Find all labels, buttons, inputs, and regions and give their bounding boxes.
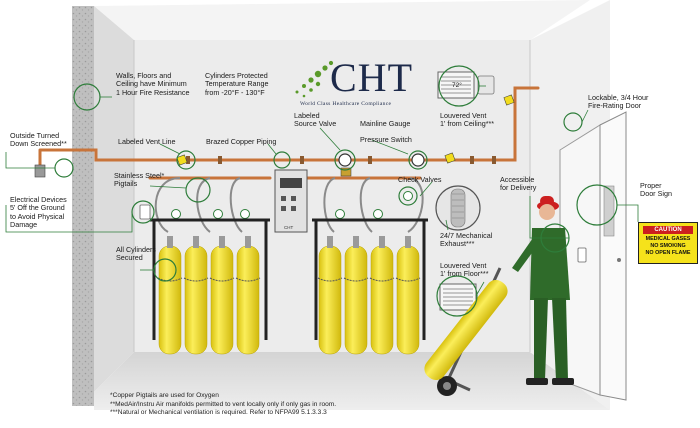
- wall-section-stone: [72, 6, 94, 406]
- caution-sign-header: CAUTION: [643, 226, 693, 234]
- gas-cylinder: [369, 236, 395, 355]
- thermostat: [477, 75, 495, 95]
- callout-mainline-gauge: Mainline Gauge: [360, 119, 411, 128]
- ceiling-vent-readout: 72°: [452, 82, 462, 89]
- caution-sign-line: MEDICAL GASES: [645, 236, 691, 242]
- callout-check-valves: Check Valves: [398, 175, 442, 184]
- door-window: [603, 185, 615, 237]
- floor: [94, 352, 610, 410]
- manifold-logo: CHT: [284, 225, 294, 230]
- rack-left: [150, 218, 270, 340]
- callout-vent-line: Labeled Vent Line: [118, 137, 176, 146]
- callout-circle-pigtails: [185, 177, 211, 203]
- footnote: *Copper Pigtails are used for Oxygen: [110, 392, 219, 399]
- left-wall: [94, 6, 134, 392]
- electrical-outlet: [139, 204, 151, 220]
- gas-cylinder: [395, 236, 421, 355]
- callout-pigtails: Stainless Steel*Pigtails: [114, 171, 165, 189]
- outside-vent-screen: [34, 164, 46, 178]
- callout-brazed-copper: Brazed Copper Piping: [206, 137, 277, 146]
- electrical-switch: [577, 247, 587, 263]
- gas-cylinder: [209, 236, 235, 355]
- caution-sign-line: NO SMOKING: [650, 242, 686, 249]
- footnotes: *Copper Pigtails are used for Oxygen **M…: [110, 392, 336, 418]
- gas-cylinder: [317, 236, 343, 355]
- callout-circle-floor-vent: [436, 275, 478, 317]
- source-valve: [340, 167, 352, 177]
- footnote: **MedAir/Instru Air manifolds permitted …: [110, 400, 337, 408]
- callout-circle-source-valve: [334, 149, 356, 171]
- delivery-person: [512, 196, 574, 385]
- caution-sign-line: NO OPEN FLAME: [645, 249, 691, 256]
- callout-circle-pressure: [408, 150, 428, 170]
- gas-cylinder: [235, 236, 261, 355]
- door-panel: [599, 111, 627, 401]
- callout-pressure-switch: Pressure Switch: [360, 135, 412, 144]
- footnote: ***Natural or Mechanical ventilation is …: [110, 409, 327, 417]
- gas-cylinder: [183, 236, 209, 355]
- rack-right: [312, 218, 428, 340]
- callout-circle-outside: [54, 158, 74, 178]
- caution-sign: CAUTION MEDICAL GASES NO SMOKING NO OPEN…: [638, 222, 698, 264]
- delivery-cylinder: [424, 279, 508, 381]
- ceiling: [94, 0, 590, 40]
- gas-cylinder: [157, 236, 183, 355]
- callout-circle-brazed: [273, 151, 291, 169]
- callout-circle-vent-line: [176, 150, 196, 170]
- vent-line-pipe: [38, 86, 540, 162]
- logo-tagline: World Class Healthcare Compliance: [300, 101, 392, 107]
- logo-text: CHT: [330, 55, 413, 100]
- gas-cylinder: [343, 236, 369, 355]
- callout-circle-check: [398, 186, 418, 206]
- logo-mark: [295, 60, 334, 98]
- door-handle: [617, 258, 621, 262]
- mainline-gauge: [338, 153, 425, 167]
